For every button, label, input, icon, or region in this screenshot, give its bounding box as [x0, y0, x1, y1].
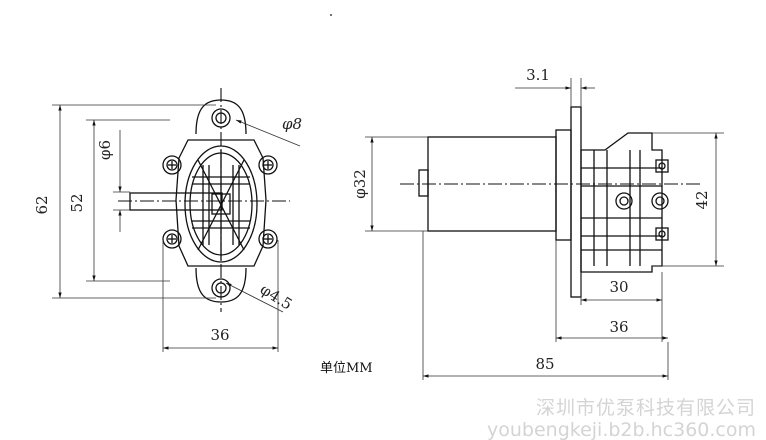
- watermark-url: youbengkeji.b2b.hc360.com: [487, 419, 756, 440]
- screw-bottom-right: [258, 229, 278, 249]
- side-screw-middle: [615, 192, 669, 210]
- screw-top-right: [258, 155, 278, 175]
- side-view: 3.1 φ32 42 30 36 85: [351, 66, 724, 380]
- gearbox-body: [580, 132, 663, 273]
- unit-label: 单位MM: [320, 361, 373, 376]
- dim-42: 42: [693, 190, 711, 209]
- front-view: 62 52 φ6 φ8 φ4.5 36: [33, 88, 302, 352]
- dim-85: 85: [535, 355, 554, 373]
- stray-dot: [330, 14, 332, 16]
- body-outline: [175, 139, 267, 267]
- bottom-mounting-lug: [195, 267, 247, 303]
- dim-36-front: 36: [210, 326, 229, 344]
- dim-phi32: φ32: [351, 169, 369, 199]
- screw-top-left: [162, 155, 182, 175]
- dim-3-1: 3.1: [526, 66, 550, 84]
- dim-52: 52: [68, 193, 86, 212]
- dim-36-side: 36: [609, 318, 628, 336]
- leader-phi45: [225, 282, 284, 313]
- mounting-flange: [570, 106, 582, 298]
- leader-phi8: [235, 119, 301, 147]
- dim-phi8: φ8: [282, 115, 302, 133]
- watermark-company: 深圳市优泵科技有限公司: [536, 397, 756, 419]
- motor-boss: [418, 169, 429, 197]
- side-screw-top: [655, 159, 669, 173]
- dim-phi6: φ6: [96, 140, 114, 160]
- side-screw-bottom: [655, 227, 669, 241]
- dim-30: 30: [609, 278, 628, 296]
- dim-62: 62: [33, 195, 51, 214]
- screw-bottom-left: [162, 229, 182, 249]
